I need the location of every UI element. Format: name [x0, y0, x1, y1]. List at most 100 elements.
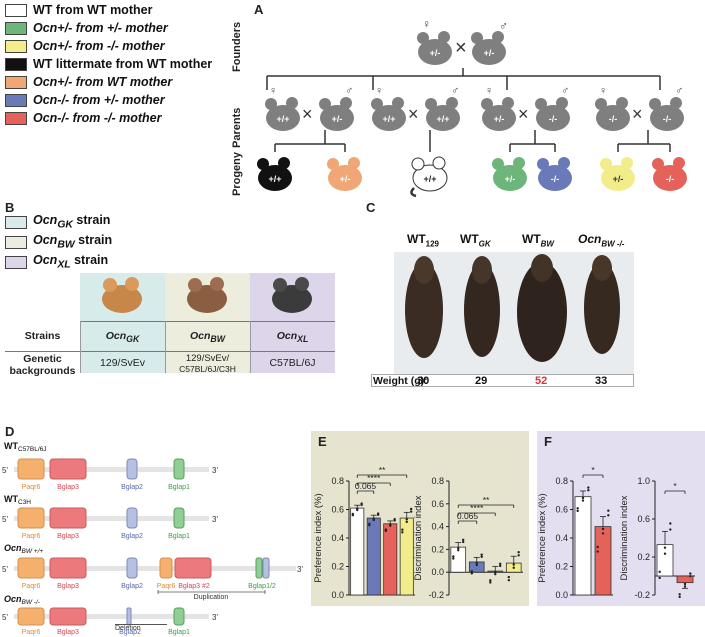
bracket: ** — [356, 465, 408, 478]
bracket: **** — [356, 473, 391, 486]
mouse-label-sub: BW -/- — [601, 239, 625, 249]
data-point — [409, 507, 413, 511]
y-tick-label: 0.6 — [637, 514, 650, 524]
mouse-photo — [394, 252, 634, 374]
founder-male-mouse: +/- — [470, 31, 506, 70]
data-point — [401, 531, 404, 534]
gene-label: Bglap2 — [121, 583, 143, 590]
divider — [250, 321, 251, 373]
genotype-label: +/- — [430, 48, 441, 58]
weight-value: 30 — [417, 375, 430, 387]
locus-ocn-bw-ko: 5' 3' Paqr6 Bglap3 Bglap2 Bglap1 — [2, 607, 218, 636]
mouse-label: WT129 — [407, 232, 439, 248]
data-point — [494, 570, 497, 574]
male-symbol-icon: ♂ — [675, 85, 683, 97]
weight-value: 52 — [535, 375, 548, 387]
genotype-label: +/+ — [436, 114, 449, 124]
lineage-lines — [266, 68, 671, 152]
data-point — [494, 572, 497, 576]
y-tick-label: 0.2 — [331, 562, 344, 572]
data-point — [457, 549, 460, 552]
data-point — [663, 546, 667, 549]
data-point — [475, 563, 478, 567]
gene-label: Bglap1 — [168, 629, 190, 636]
data-point — [596, 545, 599, 549]
data-point — [489, 579, 492, 582]
data-point — [470, 570, 474, 573]
genotype-label: -/- — [549, 114, 558, 124]
end-3: 3' — [212, 613, 218, 622]
data-point — [372, 517, 375, 520]
data-point — [587, 488, 590, 492]
y-tick-label: 0.2 — [431, 544, 444, 554]
parent-pair-4: -/- ♀ × -/- ♂ — [594, 85, 684, 136]
founders-label: Founders — [231, 21, 243, 72]
female-symbol-icon: ♀ — [422, 17, 431, 31]
bracket: ** — [457, 495, 515, 508]
y-tick-label: 0.8 — [431, 476, 444, 486]
background-cell: C57BL/6J — [269, 357, 316, 369]
strain-cell-name: Ocn — [276, 330, 298, 342]
data-point — [576, 507, 579, 510]
data-point — [678, 595, 681, 599]
locus-title: WT — [4, 494, 18, 504]
strain-cell-sub: GK — [126, 334, 140, 345]
gene-label: Paqr6 — [22, 583, 41, 590]
gene-label: Bglap1 — [168, 533, 190, 540]
end-3: 3' — [212, 515, 218, 524]
mouse-label: OcnBW -/- — [578, 232, 624, 248]
significance-label: * — [673, 481, 677, 491]
bar — [594, 526, 612, 596]
background-line: C57BL/6J/C3H — [179, 364, 236, 374]
locus-title: Ocn — [4, 543, 22, 553]
male-symbol-icon: ♂ — [499, 19, 508, 33]
legend-item: WT from WT mother — [5, 2, 152, 18]
data-point — [601, 527, 605, 531]
y-tick-label: 0.8 — [555, 476, 568, 486]
strain-suffix: strain — [72, 213, 111, 228]
locus-sub: BW +/+ — [22, 548, 44, 555]
legend-swatch — [5, 3, 27, 17]
panel-a-letter: A — [254, 2, 264, 17]
legend-item: Ocn-/- from +/- mother — [5, 92, 165, 108]
deletion-label: Deletion — [115, 625, 141, 632]
strain-name: Ocn — [33, 233, 58, 248]
strain-mice-illustration — [102, 277, 312, 313]
bracket: 0.065 — [355, 481, 376, 494]
panel-b-letter: B — [5, 200, 15, 215]
breeding-scheme: +/- ♀ × +/- ♂ +/+ ♀ × +/- — [256, 17, 687, 198]
data-point — [475, 561, 478, 565]
data-point — [601, 532, 605, 535]
gene-label: Paqr6 — [22, 629, 41, 636]
strain-sub: BW — [57, 239, 75, 251]
data-point — [517, 554, 520, 557]
gene-label: Bglap1/2 — [248, 583, 276, 590]
y-tick-label: 0.0 — [431, 567, 444, 577]
data-point — [678, 593, 681, 596]
data-point — [689, 574, 692, 578]
panel-e-letter: E — [318, 434, 327, 449]
data-point — [356, 507, 359, 510]
locus-sub: BW -/- — [22, 599, 41, 606]
genotype-label: +/- — [484, 48, 495, 58]
data-point — [480, 555, 483, 558]
genotype-label: -/- — [663, 114, 672, 124]
legend-label: Ocn+/- from -/- mother — [33, 39, 165, 53]
data-point — [498, 562, 502, 566]
legend-swatch — [5, 57, 27, 71]
mouse-label-main: WT — [522, 232, 541, 246]
weight-value: 33 — [595, 375, 608, 387]
mouse-photo-wt129 — [405, 256, 443, 358]
strains-header: Strains — [24, 330, 61, 342]
y-tick-label: 0.4 — [331, 533, 344, 543]
cross-symbol: × — [408, 104, 419, 124]
y-axis-label: Discrimination index — [413, 495, 424, 580]
legend-item: WT littermate from WT mother — [5, 56, 212, 72]
significance-label: ** — [483, 495, 490, 505]
gene-label: Bglap3 — [57, 484, 79, 491]
progeny-mouse: +/- — [599, 157, 635, 196]
parent-pair-3: +/- ♀ × -/- ♂ — [480, 85, 570, 136]
progeny-mouse: +/- — [326, 157, 362, 196]
end-3: 3' — [212, 466, 218, 475]
